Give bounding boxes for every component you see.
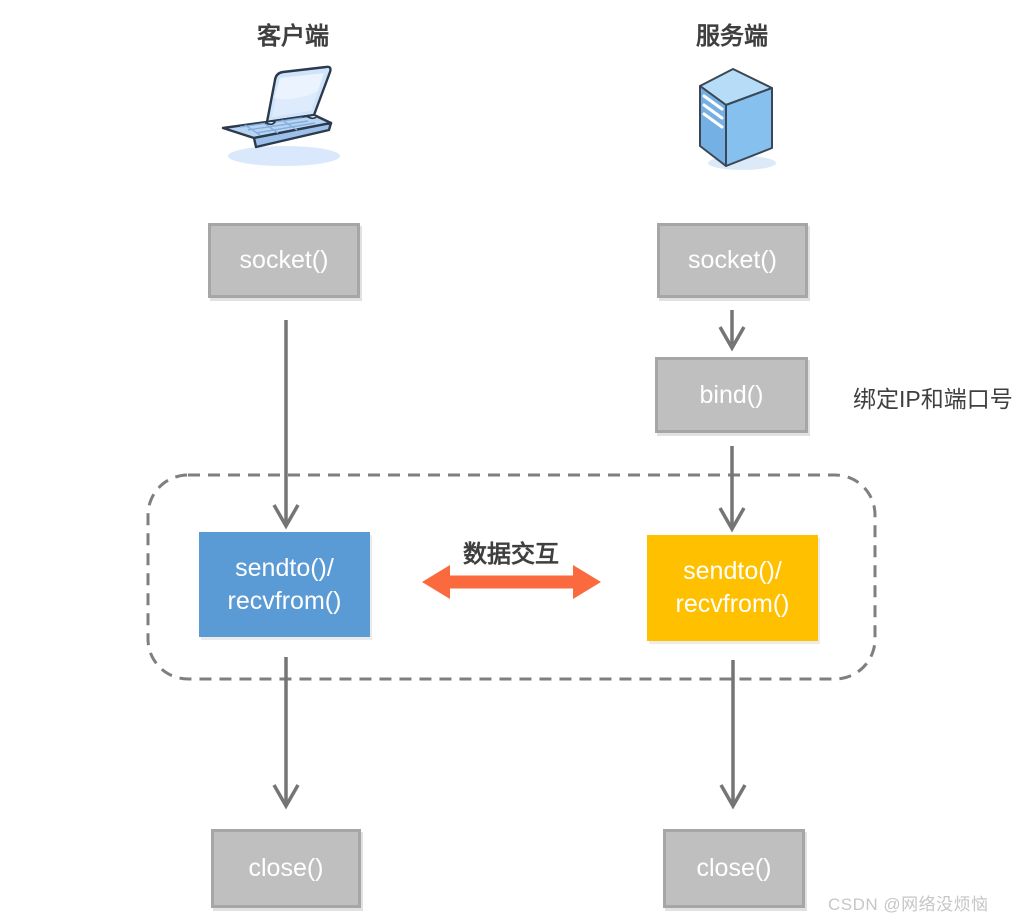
client-column-title: 客户端 — [257, 23, 329, 50]
server-sendrecv-line1: sendto()/ — [683, 557, 782, 585]
server-socket-label: socket() — [688, 246, 777, 274]
arrow-server-sendrecv-to-close — [719, 660, 747, 810]
arrow-server-socket-to-bind — [718, 310, 746, 352]
server-socket-box: socket() — [657, 223, 808, 298]
client-close-box: close() — [211, 829, 361, 908]
server-bind-box: bind() — [655, 357, 808, 433]
client-close-label: close() — [248, 854, 324, 882]
arrow-bind-to-sendrecv — [718, 446, 746, 533]
server-icon — [699, 68, 776, 170]
arrow-client-socket-to-sendrecv — [272, 320, 300, 530]
client-sendrecv-line2: recvfrom() — [227, 586, 342, 615]
client-sendrecv-line1: sendto()/ — [235, 553, 334, 582]
client-sendrecv-box: sendto()/ recvfrom() — [199, 532, 370, 637]
server-bind-label: bind() — [699, 380, 764, 409]
server-close-label: close() — [696, 854, 772, 882]
data-exchange-label: 数据交互 — [463, 541, 559, 568]
server-column-title: 服务端 — [696, 23, 768, 50]
bind-annotation: 绑定IP和端口号 — [853, 386, 1013, 412]
arrow-client-sendrecv-to-close — [272, 657, 300, 810]
watermark: CSDN @网络没烦恼 — [828, 895, 989, 914]
client-socket-box: socket() — [208, 223, 360, 298]
data-exchange-double-arrow — [422, 565, 601, 599]
server-close-box: close() — [663, 829, 805, 908]
laptop-icon — [221, 65, 340, 166]
server-sendrecv-box: sendto()/ recvfrom() — [647, 535, 818, 641]
server-sendrecv-line2: recvfrom() — [675, 590, 790, 618]
client-socket-label: socket() — [239, 246, 329, 274]
